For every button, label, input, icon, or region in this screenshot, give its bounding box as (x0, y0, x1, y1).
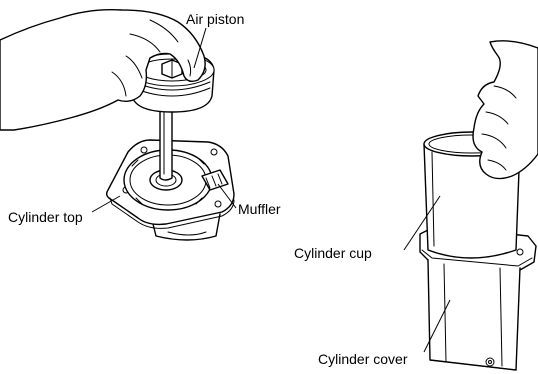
hand-right (473, 41, 538, 179)
right-illustration (420, 41, 538, 370)
label-air-piston: Air piston (186, 11, 244, 27)
label-cylinder-cup: Cylinder cup (294, 245, 372, 261)
label-cylinder-cover: Cylinder cover (318, 351, 408, 367)
leader-cylinder-top (92, 196, 120, 212)
left-illustration (0, 10, 234, 240)
label-muffler: Muffler (238, 201, 281, 217)
label-cylinder-top: Cylinder top (8, 209, 83, 225)
